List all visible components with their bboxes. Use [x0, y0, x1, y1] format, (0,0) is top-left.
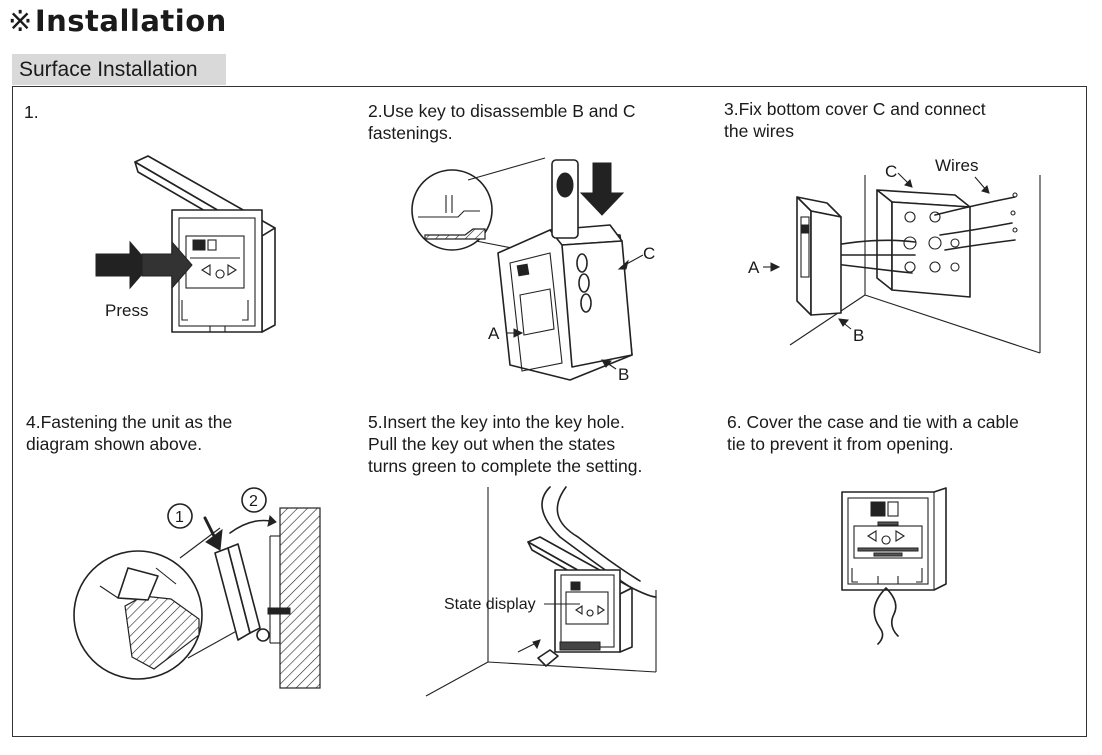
- step-5-text: 5.Insert the key into the key hole. Pull…: [368, 412, 643, 476]
- page-title: ※Installation: [8, 4, 227, 38]
- step-1-text: 1.: [24, 102, 39, 122]
- label-b-step-3: B: [853, 326, 864, 345]
- step-3-text: 3.Fix bottom cover C and connect the wir…: [724, 99, 986, 141]
- circle-2-label: 2: [249, 493, 258, 510]
- press-label: Press: [105, 301, 148, 320]
- circle-1-label: 1: [175, 509, 184, 526]
- figure-step-3: C Wires A B: [748, 156, 1041, 354]
- section-tab: Surface Installation: [12, 54, 226, 85]
- state-display-label: State display: [444, 596, 536, 613]
- label-c-step-3: C: [885, 162, 897, 181]
- label-b-step-2: B: [618, 365, 629, 384]
- page-title-text: Installation: [34, 4, 227, 38]
- figure-step-4: 1 2: [73, 487, 321, 689]
- label-a-step-2: A: [488, 324, 500, 343]
- down-arrow-icon: [203, 516, 223, 551]
- figure-step-1: Press: [95, 155, 276, 333]
- figure-step-5: State display: [425, 486, 657, 697]
- reference-mark: ※: [8, 4, 33, 38]
- figure-step-6: [841, 487, 947, 645]
- installation-frame: [12, 86, 1087, 737]
- step-2-text: 2.Use key to disassemble B and C fasteni…: [368, 101, 636, 143]
- figure-step-2: C A B: [411, 157, 655, 384]
- label-a-step-3: A: [748, 258, 760, 277]
- step-4-text: 4.Fastening the unit as the diagram show…: [26, 412, 233, 454]
- right-arrow-icon: [95, 240, 193, 290]
- wires-label: Wires: [935, 156, 978, 175]
- down-arrow-icon: [579, 162, 625, 216]
- label-c-step-2: C: [643, 244, 655, 263]
- step-6-text: 6. Cover the case and tie with a cable t…: [727, 412, 1019, 454]
